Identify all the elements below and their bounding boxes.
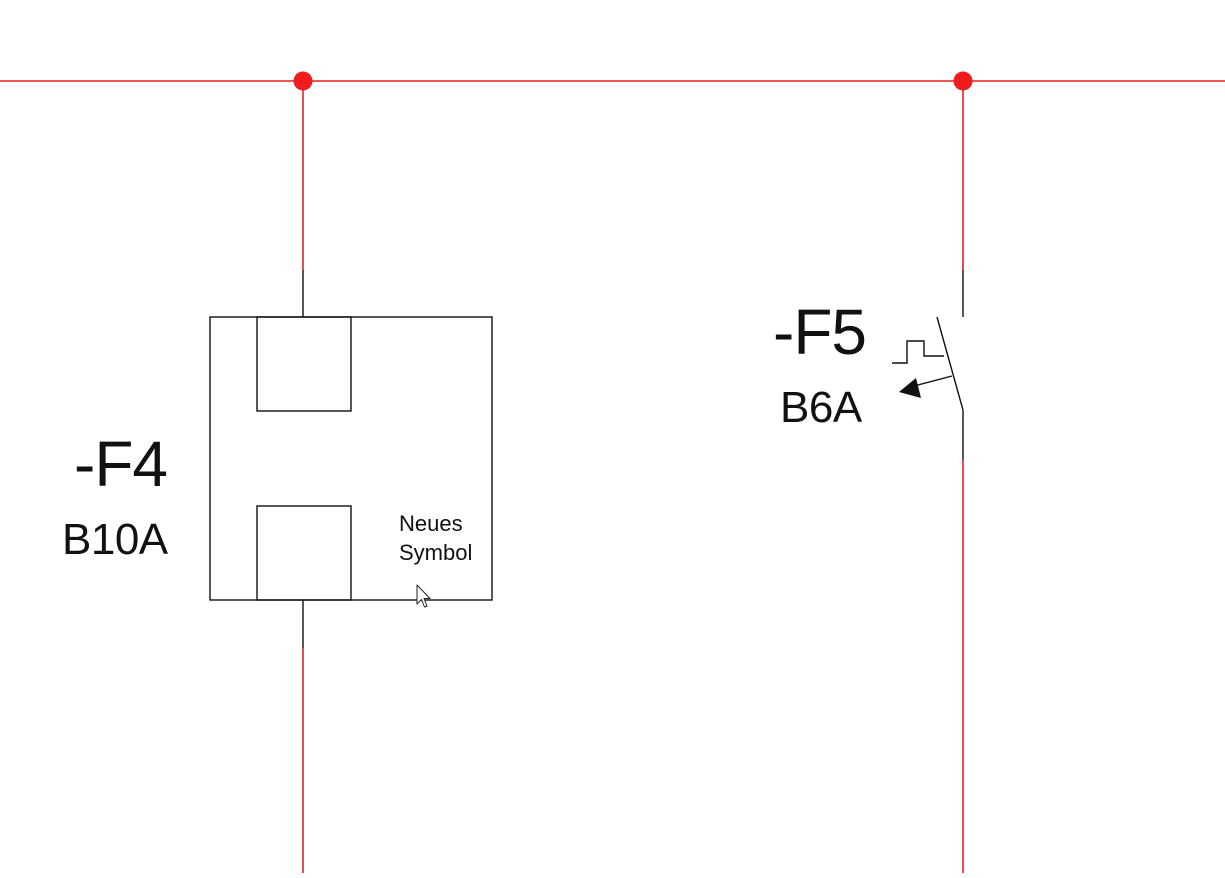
f5-designation: -F5 bbox=[773, 296, 866, 368]
junction-dot-f4[interactable] bbox=[293, 71, 313, 91]
f4-designation: -F4 bbox=[74, 428, 167, 500]
f5-switch-blade bbox=[936, 316, 964, 411]
f5-trip-arrow-icon bbox=[899, 378, 921, 398]
symbol-f5-breaker[interactable] bbox=[892, 270, 964, 460]
junction-dot-f5[interactable] bbox=[953, 71, 973, 91]
mouse-pointer-icon bbox=[416, 584, 431, 608]
f5-magnetic-trip-line bbox=[913, 375, 953, 387]
f4-symbol-note-line2: Symbol bbox=[399, 540, 472, 565]
f4-lower-contact-box bbox=[256, 505, 352, 601]
f5-rating: B6A bbox=[780, 383, 863, 432]
f4-upper-contact-box bbox=[256, 316, 352, 412]
f4-symbol-note-line1: Neues bbox=[399, 511, 463, 536]
f5-thermal-trip bbox=[892, 340, 944, 364]
f4-rating: B10A bbox=[62, 515, 169, 564]
symbol-f4[interactable] bbox=[209, 270, 493, 648]
